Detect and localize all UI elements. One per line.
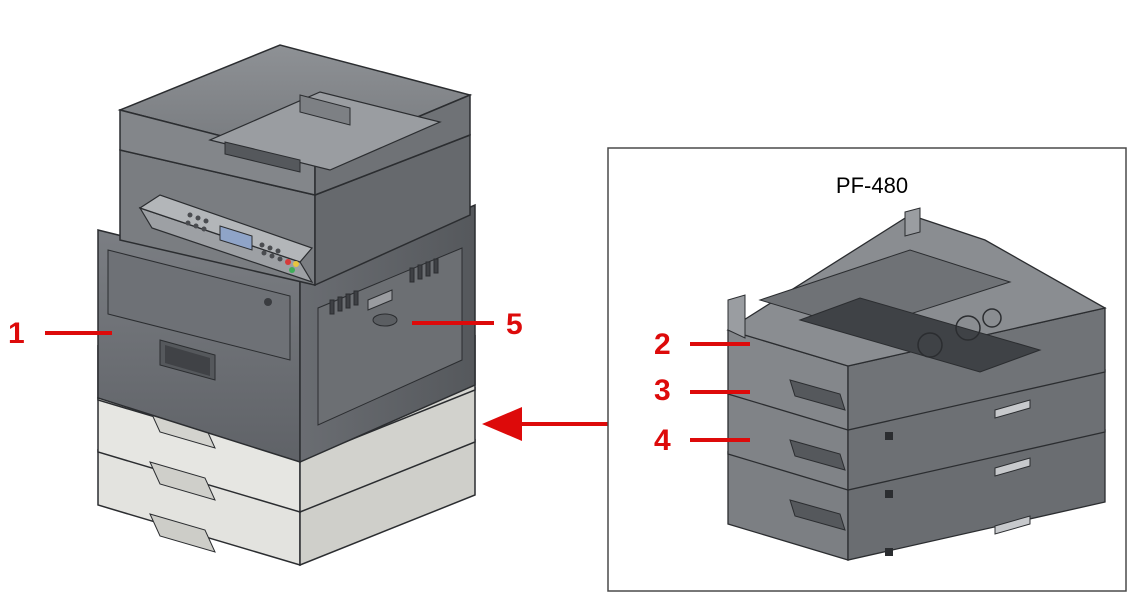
callout-4: 4 <box>654 424 750 457</box>
callout-4-number: 4 <box>654 424 671 457</box>
multifunction-printer-icon <box>97 44 476 567</box>
callout-1-number: 1 <box>8 317 25 350</box>
callout-2: 2 <box>654 328 750 361</box>
callout-2-number: 2 <box>654 328 671 361</box>
callout-5: 5 <box>412 308 523 341</box>
callout-5-number: 5 <box>506 308 523 341</box>
pf480-inset: PF-480 <box>607 147 1127 592</box>
callout-3: 3 <box>654 374 750 407</box>
callout-1: 1 <box>8 317 112 350</box>
inset-title: PF-480 <box>836 173 908 198</box>
left-arrow-icon <box>482 407 612 441</box>
callout-3-number: 3 <box>654 374 671 407</box>
paper-feeder-icon <box>726 207 1107 561</box>
